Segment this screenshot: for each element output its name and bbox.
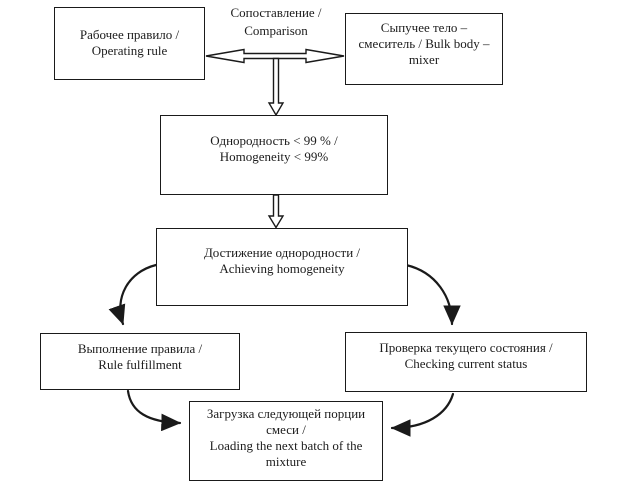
curve-achieving-to-checking-icon xyxy=(404,263,461,326)
box-bulk-body-mixer: Сыпучее тело – смеситель / Bulk body – m… xyxy=(345,13,503,85)
box-checking-current-status: Проверка текущего состояния / Checking c… xyxy=(345,332,587,392)
comparison-double-arrow-icon xyxy=(205,48,345,64)
box-homogeneity-condition: Однородность < 99 % / Homogeneity < 99% xyxy=(160,115,388,195)
curve-achieving-to-rule-icon xyxy=(108,263,158,326)
box-loading-next-batch: Загрузка следующей порции смеси / Loadin… xyxy=(189,401,383,481)
comparison-label: Сопоставление / Comparison xyxy=(230,5,322,38)
curve-checking-to-loading-icon xyxy=(390,392,455,437)
box-rule-fulfillment: Выполнение правила / Rule fulfillment xyxy=(40,333,240,390)
curve-rule-to-loading-icon xyxy=(126,389,182,432)
box-operating-rule: Рабочее правило / Operating rule xyxy=(54,7,205,80)
box-achieving-homogeneity: Достижение однородности / Achieving homo… xyxy=(156,228,408,306)
down-arrow-to-achieving-icon xyxy=(267,194,285,229)
down-arrow-to-homogeneity-icon xyxy=(267,57,285,117)
